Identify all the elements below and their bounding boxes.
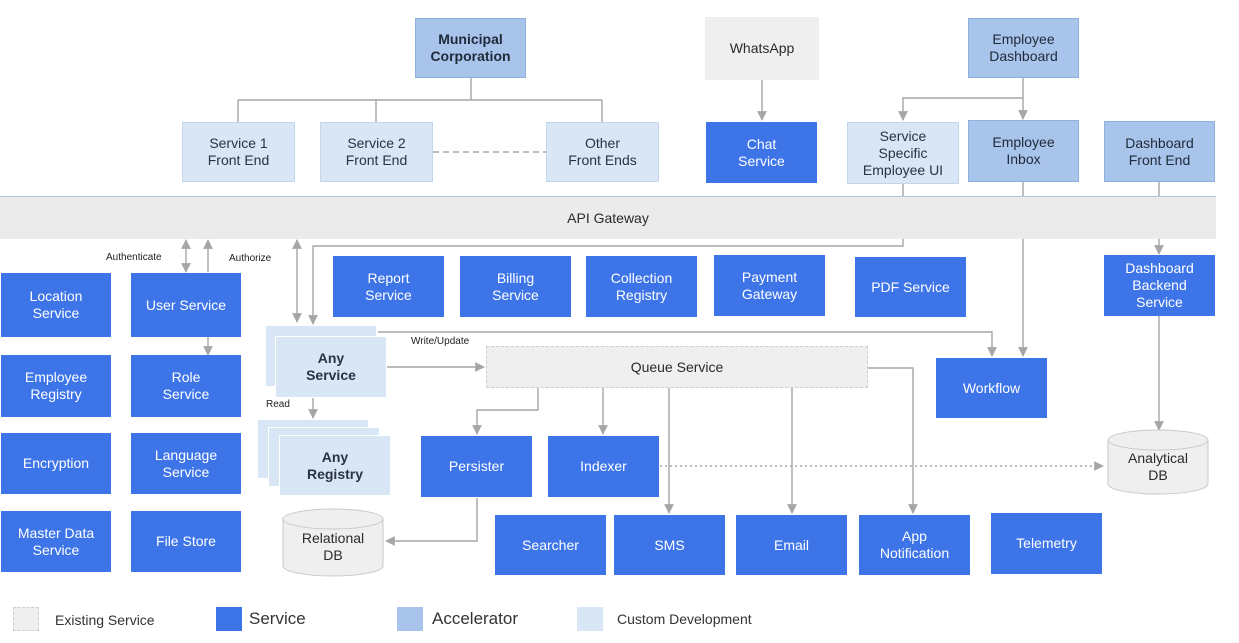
other-frontends-node: Other Front Ends (546, 122, 659, 182)
payment-gateway-node: Payment Gateway (714, 255, 825, 316)
legend-service-swatch (216, 607, 242, 631)
edge-dashboard-employee-ui (898, 97, 1023, 121)
authenticate-label: Authenticate (106, 252, 162, 263)
language-service-node: Language Service (131, 433, 241, 494)
write-update-label: Write/Update (411, 336, 470, 347)
edge-any-service-workflow (378, 331, 997, 357)
any-service-node: Any Service (275, 336, 387, 398)
analytical-db-label: Analytical DB (1128, 450, 1188, 483)
workflow-node: Workflow (936, 358, 1047, 418)
any-registry-node: Any Registry (279, 435, 391, 496)
role-service-node: Role Service (131, 355, 241, 417)
searcher-node: Searcher (495, 515, 606, 575)
edge-queue-app-notification (868, 367, 918, 514)
collection-registry-node: Collection Registry (586, 256, 697, 317)
analytical-db-cylinder (1107, 429, 1209, 495)
api-gateway-bar: API Gateway (0, 196, 1216, 239)
legend-custom-swatch (577, 607, 603, 631)
legend-accelerator-swatch (397, 607, 423, 631)
service2-frontend-node: Service 2 Front End (320, 122, 433, 182)
whatsapp-node: WhatsApp (705, 17, 819, 80)
chat-service-node: Chat Service (706, 122, 817, 183)
sms-node: SMS (614, 515, 725, 575)
indexer-node: Indexer (548, 436, 659, 497)
edge-persister-relational (385, 498, 478, 546)
relational-db-cylinder (282, 508, 384, 577)
file-store-node: File Store (131, 511, 241, 572)
municipal-corporation-node: Municipal Corporation (415, 18, 526, 78)
relational-db-label: Relational DB (301, 530, 365, 563)
user-service-node: User Service (131, 273, 241, 337)
persister-node: Persister (421, 436, 532, 497)
read-label: Read (266, 399, 290, 410)
encryption-node: Encryption (1, 433, 111, 494)
master-data-service-node: Master Data Service (1, 511, 111, 572)
authorize-label: Authorize (229, 253, 272, 264)
billing-service-node: Billing Service (460, 256, 571, 317)
legend-custom-label: Custom Development (617, 611, 752, 627)
employee-inbox-node: Employee Inbox (968, 120, 1079, 182)
dashboard-backend-node: Dashboard Backend Service (1104, 255, 1215, 316)
report-service-node: Report Service (333, 256, 444, 317)
location-service-node: Location Service (1, 273, 111, 337)
email-node: Email (736, 515, 847, 575)
dashboard-frontend-node: Dashboard Front End (1104, 121, 1215, 182)
legend-service-label: Service (249, 609, 306, 628)
queue-service-node: Queue Service (486, 346, 868, 388)
service1-frontend-node: Service 1 Front End (182, 122, 295, 182)
edge-queue-persister (472, 388, 539, 435)
app-notification-node: App Notification (859, 515, 970, 575)
employee-dashboard-node: Employee Dashboard (968, 18, 1079, 78)
telemetry-node: Telemetry (991, 513, 1102, 574)
pdf-service-node: PDF Service (855, 257, 966, 317)
legend-existing-label: Existing Service (55, 612, 155, 628)
legend-existing-swatch (13, 607, 39, 631)
employee-ui-node: Service Specific Employee UI (847, 122, 959, 184)
employee-registry-node: Employee Registry (1, 355, 111, 417)
legend-accelerator-label: Accelerator (432, 609, 518, 628)
